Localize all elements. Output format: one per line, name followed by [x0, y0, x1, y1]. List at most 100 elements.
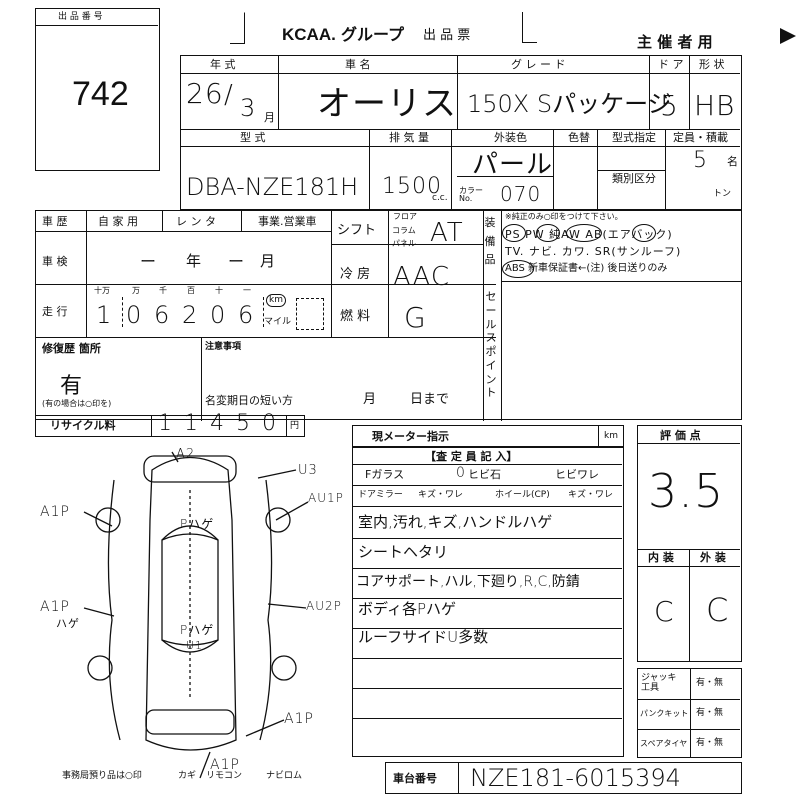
- shift-option-panel: パネル: [392, 239, 416, 248]
- wheel-front-left: [95, 507, 121, 533]
- comment-line-4: ボディ各Pハゲ: [358, 600, 456, 618]
- stone-chip-label: ヒビ石: [468, 468, 501, 481]
- tools-box: [637, 668, 742, 758]
- capacity-label: 定員・積載: [673, 131, 728, 144]
- wheel-label: ホイール(CP): [495, 490, 550, 500]
- header-brand: KCAA.: [282, 25, 336, 44]
- sales-point-label: セールスポイント: [485, 290, 497, 400]
- wheel-rear-right: [271, 655, 297, 681]
- mileage-label: 走 行: [42, 305, 68, 318]
- meter-label: 現メーター指示: [372, 430, 449, 443]
- digit-unit-100: 百: [187, 286, 195, 295]
- meter-row: [352, 425, 624, 447]
- mileage-digit-3: 2: [182, 301, 199, 329]
- year-separator: /: [224, 80, 234, 110]
- inspection-label: 車 検: [42, 255, 68, 268]
- color-number-label: カラー No.: [459, 186, 483, 203]
- interior-value: C: [654, 595, 675, 628]
- shift-option-floor: フロア: [393, 212, 417, 221]
- inspector-box: [352, 447, 624, 757]
- diagram-note-a1p-rear: A1P: [210, 757, 240, 773]
- notes-month: 月: [363, 392, 377, 407]
- mileage-digit-0: 1: [96, 301, 113, 329]
- stone-chip-count: 0: [456, 465, 466, 481]
- diagram-note-u3: U3: [298, 463, 318, 478]
- au2p-arrow: [267, 603, 307, 609]
- car-name-label: 車 名: [345, 58, 371, 71]
- repair-note: (有の場合は○印を): [42, 399, 112, 408]
- recycle-digit-2: 4: [210, 411, 225, 436]
- mileage-digit-4: 0: [210, 301, 227, 329]
- exterior-color-label: 外装色: [494, 131, 527, 144]
- mirror-label: ドアミラー: [358, 490, 403, 500]
- fuel-value: G: [404, 301, 427, 334]
- digit-unit-100k: 十万: [94, 286, 110, 295]
- lot-number-box: 出 品 番 号 742: [35, 8, 160, 171]
- model-value: DBA-NZE181H: [186, 173, 359, 201]
- equipment-line-3: ABS 新車保証書←(注) 後日送りのみ: [505, 263, 668, 274]
- notes-day: 日まで: [410, 392, 450, 407]
- shift-value: AT: [430, 218, 464, 248]
- repair-label: 修復歴 箇所: [42, 342, 101, 355]
- header-sheet: 出 品 票: [423, 28, 471, 43]
- repair-value: 有: [60, 374, 83, 399]
- color-no-label: 色替: [568, 131, 590, 144]
- displacement-unit: c.c.: [432, 193, 448, 203]
- recycle-digit-4: 0: [262, 411, 277, 436]
- arrow-marker-icon: [780, 28, 796, 44]
- year-label: 年 式: [210, 58, 236, 71]
- exterior-value: C: [706, 591, 730, 629]
- history-option-rental: レ ン タ: [176, 215, 216, 228]
- year-value: 26: [186, 77, 224, 110]
- ac-label: 冷 房: [340, 267, 371, 282]
- car-hood-right-side: [259, 479, 273, 741]
- diagram-note-a2: A2: [176, 447, 196, 462]
- lot-number: 742: [72, 75, 129, 113]
- shift-option-column: コラム: [392, 226, 416, 235]
- displacement-value: 1500: [382, 174, 442, 199]
- u3-arrow: [257, 469, 297, 479]
- ab-circle: [632, 224, 656, 242]
- crack-label: ヒビワレ: [555, 468, 599, 481]
- history-label: 車 歴: [42, 215, 68, 228]
- wheel-option: キズ・ワレ: [568, 490, 614, 500]
- grade-label: 評 価 点: [660, 429, 701, 442]
- class-label: 類別区分: [612, 172, 656, 185]
- digit-unit-10: 十: [215, 286, 223, 295]
- ac-value: AAC: [393, 262, 450, 292]
- equipment-line-2: TV. ナビ. カワ. SR(サンルーフ): [505, 245, 682, 258]
- recycle-digit-3: 5: [236, 411, 251, 436]
- lot-label: 出 品 番 号: [58, 12, 103, 22]
- recycle-row: [35, 415, 305, 437]
- diagram-note-a1p-front-left: A1P: [40, 504, 70, 520]
- abs-circle: [502, 260, 534, 278]
- corner-mark-right: [522, 12, 537, 43]
- diagram-note-a1p-bottom: A1P: [284, 711, 314, 727]
- car-body-outline: [145, 456, 237, 751]
- inspection-month-unit: 月: [260, 252, 276, 270]
- a1p-arrow-front-left: [83, 511, 113, 527]
- equipment-note: ※純正のみ○印をつけて下さい。: [505, 212, 623, 221]
- diagram-note-au2p: AU2P: [306, 599, 342, 613]
- comment-line-2: シートヘタリ: [358, 543, 449, 561]
- color-value: パール: [472, 150, 554, 180]
- recycle-digit-1: 1: [184, 411, 199, 436]
- diagram-note-p-hage-bottom: Pハゲ: [180, 623, 215, 637]
- history-table: [35, 210, 742, 421]
- model-label: 型 式: [240, 131, 266, 144]
- jack-label: ジャッキ工具: [641, 673, 677, 694]
- history-option-private: 自 家 用: [98, 215, 138, 228]
- doors-label: ド ア: [658, 58, 684, 71]
- capacity-unit: 名: [727, 155, 738, 168]
- header-group: グループ: [341, 25, 405, 44]
- month-value: 3: [240, 94, 257, 122]
- mileage-digit-2: 6: [154, 301, 171, 329]
- meter-unit: km: [604, 431, 618, 441]
- chassis-label: 車台番号: [393, 772, 437, 785]
- recycle-label: リサイクル料: [50, 419, 116, 432]
- mileage-digit-dividers: [122, 297, 264, 327]
- digit-unit-1: 一: [243, 286, 251, 295]
- doors-value: 5: [660, 89, 679, 122]
- windshield-label: Fガラス: [365, 468, 405, 481]
- rear-bumper: [145, 709, 235, 735]
